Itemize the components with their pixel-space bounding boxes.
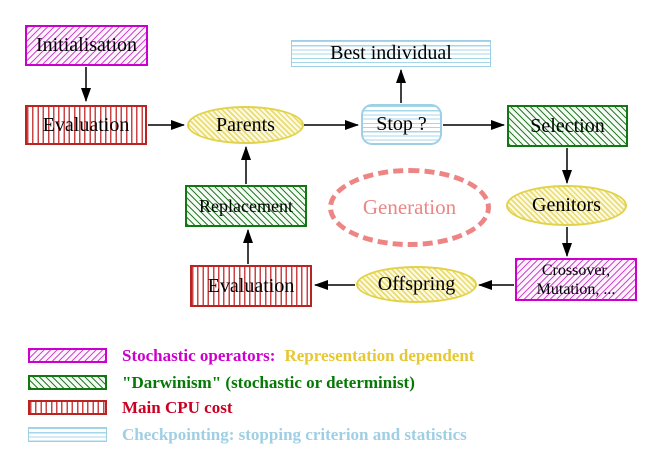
node-replacement: Replacement [185, 185, 307, 227]
legend-swatch-checkpointing [28, 427, 107, 442]
crossover-line2: Mutation, ... [536, 280, 616, 298]
node-evaluation-top: Evaluation [25, 105, 147, 145]
node-best-individual: Best individual [291, 40, 491, 67]
generation-loop-ellipse: Generation [328, 168, 491, 247]
node-evaluation-bottom: Evaluation [190, 265, 312, 307]
legend-text-stochastic: Stochastic operators: [122, 346, 276, 365]
legend-swatch-darwinism [28, 375, 107, 390]
node-selection: Selection [507, 105, 628, 147]
legend-label-main-cpu-cost: Main CPU cost [122, 398, 233, 417]
legend-swatch-main-cpu-cost [28, 400, 107, 415]
node-parents: Parents [187, 106, 304, 144]
node-offspring: Offspring [356, 266, 477, 303]
node-initialisation: Initialisation [25, 25, 148, 66]
legend-label-stochastic-operators: Stochastic operators: Representation depe… [122, 347, 474, 364]
node-genitors: Genitors [506, 185, 627, 226]
legend-swatch-stochastic-operators [28, 348, 107, 363]
legend-label-checkpointing: Checkpointing: stopping criterion and st… [122, 425, 467, 444]
crossover-line1: Crossover, [541, 261, 611, 279]
node-stop: Stop ? [361, 104, 442, 145]
legend-label-darwinism: "Darwinism" (stochastic or determinist) [122, 373, 415, 392]
node-crossover-mutation: Crossover, Mutation, ... [515, 258, 637, 301]
legend-text-representation: Representation dependent [284, 346, 475, 365]
